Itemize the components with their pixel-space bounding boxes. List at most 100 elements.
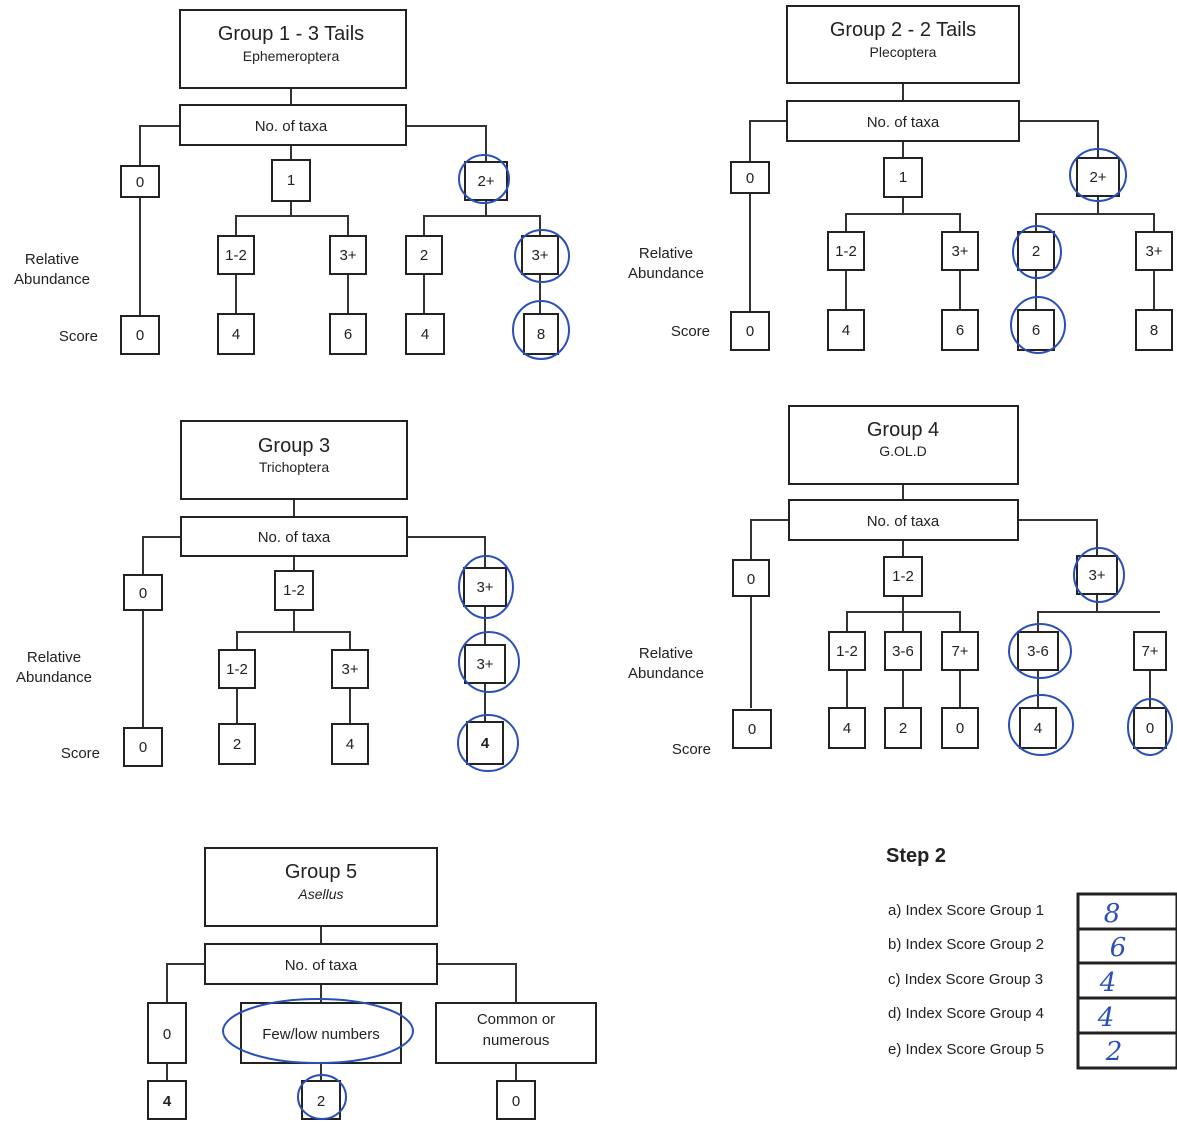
step-2-row-a-label: a) Index Score Group 1	[888, 902, 1044, 919]
step-2-row-c-label: c) Index Score Group 3	[888, 971, 1043, 988]
group-2-rel-label-line2: Abundance	[628, 265, 704, 282]
group-2-score-6a-value: 6	[956, 322, 964, 339]
group-3-score-label: Score	[61, 745, 100, 762]
group-2-rel-label-line1: Relative	[639, 245, 693, 262]
group-2-score-4	[827, 309, 865, 351]
group-1-abund-3plus-a-value: 3+	[339, 247, 356, 264]
group-4-subtitle: G.OL.D	[879, 443, 926, 459]
group-5-score-0	[496, 1080, 536, 1120]
group-2-subtitle: Plecoptera	[870, 44, 937, 60]
group-5-tree: Group 5 Asellus No. of taxa 0 Few/low nu…	[147, 847, 597, 1120]
group-1-taxa-box	[179, 104, 407, 146]
step-2-panel: Step 2 a) Index Score Group 1 b) Index S…	[886, 845, 1177, 1070]
group-4-abund-3-6a-value: 3-6	[892, 643, 914, 660]
step-2-row-b-value[interactable]: 6	[1110, 933, 1127, 963]
group-3-abund-3plus-a	[331, 649, 369, 689]
group-1-abund-2-value: 2	[420, 247, 428, 264]
group-2-taxa-0-value: 0	[746, 170, 754, 187]
group-4-score-label: Score	[672, 741, 711, 758]
group-5-option-few	[240, 1002, 402, 1064]
step-2-score-table	[1076, 892, 1177, 1070]
group-4-taxa-1-2	[883, 556, 923, 597]
group-5-score-circle	[297, 1074, 347, 1120]
group-1-title-box	[179, 9, 407, 89]
group-2-score-8-value: 8	[1150, 322, 1158, 339]
group-2-score-0	[730, 311, 770, 351]
step-2-row-d-value[interactable]: 4	[1097, 1003, 1115, 1033]
group-3-taxa-box	[180, 516, 408, 557]
group-3-score-0-value: 0	[139, 739, 147, 756]
group-4-taxa-box	[788, 499, 1019, 541]
group-1-abund-circle	[514, 229, 570, 283]
group-1-taxa-circle	[458, 154, 510, 204]
group-2-score-label: Score	[671, 323, 710, 340]
group-2-taxa-2plus	[1076, 157, 1120, 197]
group-5-option-common-line2: numerous	[483, 1032, 550, 1049]
group-4-score-2-value: 2	[899, 720, 907, 737]
group-2-taxa-box	[786, 100, 1020, 142]
group-4-taxa-label: No. of taxa	[867, 513, 940, 530]
group-1-abund-2	[405, 235, 443, 275]
group-4-rel-label-line1: Relative	[639, 645, 693, 662]
group-4-score-0b	[941, 707, 979, 749]
step-2-row-e-label: e) Index Score Group 5	[888, 1041, 1044, 1058]
step-2-row-b-label: b) Index Score Group 2	[888, 936, 1044, 953]
group-2-abund-3plus-b-value: 3+	[1145, 243, 1162, 260]
group-3-taxa-3plus-value: 3+	[476, 579, 493, 596]
group-3-taxa-0-value: 0	[139, 585, 147, 602]
group-3-taxa-circle	[458, 555, 514, 619]
group-4-taxa-0-value: 0	[747, 571, 755, 588]
group-4-abund-7plus-a	[941, 631, 979, 671]
group-3-score-0	[123, 727, 163, 767]
group-3-taxa-label: No. of taxa	[258, 529, 331, 546]
group-1-rel-label-line1: Relative	[25, 251, 79, 268]
group-3-score-4b	[466, 721, 504, 765]
group-1-taxa-0-value: 0	[136, 174, 144, 191]
group-3-score-2	[218, 723, 256, 765]
group-3-tree: Group 3 Trichoptera No. of taxa 0 1-2 3+…	[16, 420, 520, 772]
group-1-taxa-0	[120, 165, 160, 198]
group-5-title-box	[204, 847, 438, 927]
group-5-score-4-value: 4	[163, 1093, 172, 1110]
group-5-score-0-value: 0	[512, 1093, 520, 1110]
group-2-taxa-1	[883, 157, 923, 198]
group-3-abund-1-2-value: 1-2	[226, 661, 248, 678]
group-3-score-4a	[331, 723, 369, 765]
group-5-subtitle: Asellus	[297, 886, 343, 902]
group-4-score-4b	[1019, 707, 1057, 749]
group-3-abund-3plus-a-value: 3+	[341, 661, 358, 678]
group-3-abund-3plus-b	[464, 644, 506, 684]
group-1-score-label: Score	[59, 328, 98, 345]
group-4-title: Group 4	[867, 419, 939, 441]
group-5-option-common-line1: Common or	[477, 1011, 555, 1028]
group-1-tree: Group 1 - 3 Tails Ephemeroptera No. of t…	[14, 9, 570, 360]
group-2-taxa-0	[730, 161, 770, 194]
group-5-score-2-value: 2	[317, 1093, 325, 1110]
group-4-abund-1-2	[828, 631, 866, 671]
step-2-row-e-value[interactable]: 2	[1105, 1037, 1123, 1067]
group-4-score-0c	[1133, 707, 1167, 749]
step-2-row-a-value[interactable]: 8	[1104, 899, 1121, 929]
group-5-score-4	[147, 1080, 187, 1120]
group-5-option-common	[435, 1002, 597, 1064]
group-1-taxa-1-value: 1	[287, 172, 295, 189]
group-1-abund-3plus-a	[329, 235, 367, 275]
group-4-taxa-1-2-value: 1-2	[892, 568, 914, 585]
group-4-taxa-3plus	[1076, 555, 1118, 595]
group-2-score-6a	[941, 309, 979, 351]
group-4-taxa-circle	[1073, 547, 1125, 603]
group-3-abund-1-2	[218, 649, 256, 689]
group-4-rel-label-line2: Abundance	[628, 665, 704, 682]
group-1-score-4b-value: 4	[421, 326, 429, 343]
step-2-row-c-value[interactable]: 4	[1099, 968, 1117, 998]
group-2-score-8	[1135, 309, 1173, 351]
group-4-score-2	[884, 707, 922, 749]
group-5-option-0-value: 0	[163, 1026, 171, 1043]
group-1-score-4a	[217, 313, 255, 355]
group-3-rel-label-line1: Relative	[27, 649, 81, 666]
group-4-score-0c-value: 0	[1146, 720, 1154, 737]
group-3-taxa-3plus	[463, 567, 507, 607]
group-5-title: Group 5	[285, 861, 357, 883]
group-4-abund-3-6b-value: 3-6	[1027, 643, 1049, 660]
group-3-taxa-1-2	[274, 570, 314, 611]
